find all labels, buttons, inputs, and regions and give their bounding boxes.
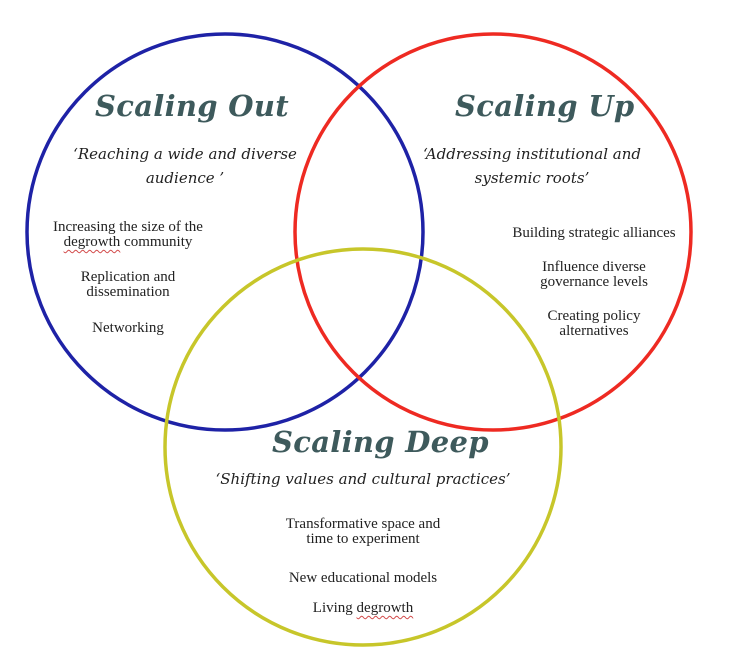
scaling-out-subtitle-line-1: ‘Reaching a wide and diverse: [73, 145, 297, 163]
item-line: alternatives: [559, 323, 629, 339]
scaling-out-item-size: Increasing the size of the degrowth comm…: [28, 220, 228, 250]
scaling-up-item-alliances: Building strategic alliances: [494, 226, 694, 241]
scaling-up-subtitle: ‘Addressing institutional and systemic r…: [412, 142, 652, 190]
item-line: Creating policy: [547, 308, 641, 324]
scaling-up-circle: [293, 32, 693, 432]
item-line: Influence diverse: [542, 259, 646, 275]
item-line: New educational models: [288, 570, 438, 586]
spellcheck-word: degrowth: [63, 234, 121, 250]
scaling-up-item-policy: Creating policy alternatives: [494, 309, 694, 339]
scaling-out-item-replication: Replication and dissemination: [28, 270, 228, 300]
scaling-up-subtitle-line-2: systemic roots’: [474, 169, 590, 187]
item-line: Networking: [92, 320, 164, 336]
scaling-deep-item-living: Living degrowth: [263, 601, 463, 616]
item-line: Transformative space and: [285, 516, 441, 532]
scaling-up-title: Scaling Up: [455, 89, 635, 123]
item-line: degrowth community: [28, 235, 228, 250]
scaling-deep-subtitle-line-1: ‘Shifting values and cultural practices’: [215, 470, 511, 488]
scaling-out-item-networking: Networking: [28, 321, 228, 336]
item-line: governance levels: [540, 274, 648, 290]
scaling-out-title: Scaling Out: [95, 89, 289, 123]
item-text: degrowth community: [63, 234, 193, 250]
scaling-out-subtitle: ‘Reaching a wide and diverse audience ’: [60, 142, 310, 190]
scaling-deep-title: Scaling Deep: [272, 425, 489, 459]
scaling-deep-item-space: Transformative space and time to experim…: [263, 517, 463, 547]
scaling-deep-item-education: New educational models: [263, 571, 463, 586]
scaling-out-circle: [25, 32, 425, 432]
scaling-up-subtitle-line-1: ‘Addressing institutional and: [422, 145, 642, 163]
item-line: Living degrowth: [312, 600, 414, 616]
scaling-up-item-governance: Influence diverse governance levels: [494, 260, 694, 290]
item-line: Building strategic alliances: [512, 225, 676, 241]
item-line: dissemination: [86, 284, 170, 300]
item-line: Increasing the size of the: [53, 219, 203, 235]
scaling-deep-subtitle: ‘Shifting values and cultural practices’: [213, 467, 513, 491]
item-line: Replication and: [80, 269, 176, 285]
scaling-out-subtitle-line-2: audience ’: [145, 169, 225, 187]
scaling-deep-circle: [163, 247, 563, 647]
spellcheck-word: degrowth: [356, 600, 414, 616]
item-line: time to experiment: [306, 531, 420, 547]
